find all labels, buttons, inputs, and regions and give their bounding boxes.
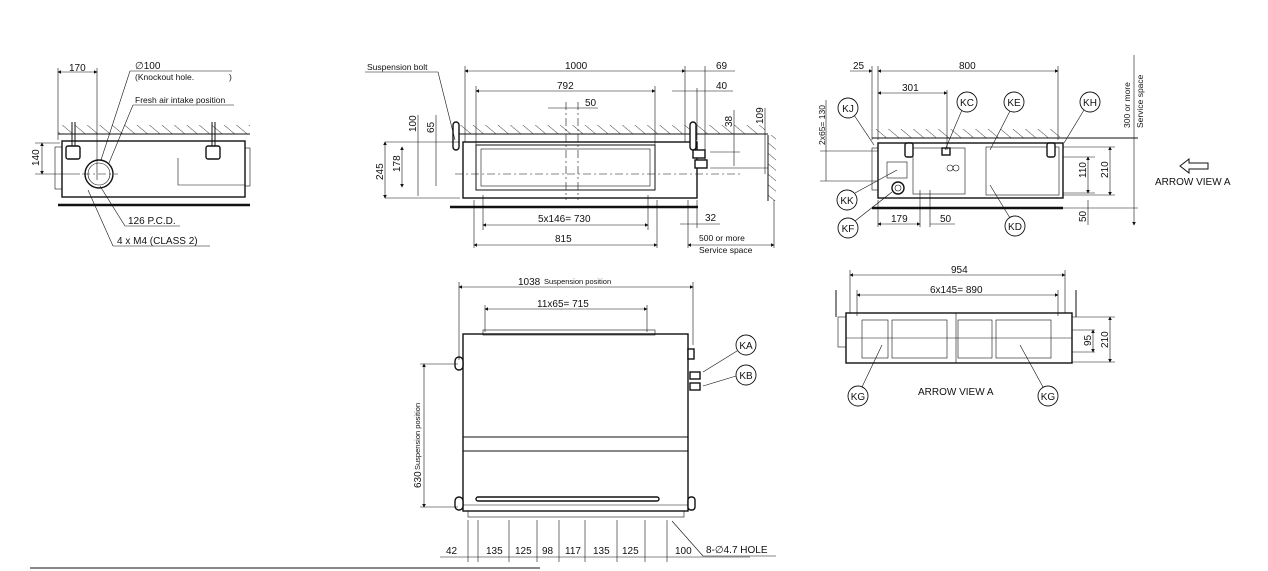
dim-bottom-4: 98	[542, 546, 554, 557]
svg-text:KE: KE	[1007, 98, 1021, 109]
dim-bottom-8: 100	[675, 546, 692, 557]
dim-730: 5x146= 730	[538, 214, 591, 225]
arrow-left-icon	[1179, 157, 1209, 175]
dim-50-right: 50	[1078, 210, 1089, 222]
knockout-note: (Knockout hole.	[135, 72, 194, 82]
bottom-dimension-chain: 42 135 125 98 117 135 125 100	[440, 520, 750, 562]
svg-text:KB: KB	[739, 371, 753, 382]
knockout-diameter: ∅100	[135, 61, 161, 72]
dim-792: 792	[557, 81, 574, 92]
dim-32: 32	[705, 213, 717, 224]
suspension-position-label: Suspension position	[544, 277, 611, 286]
dim-179: 179	[891, 214, 908, 225]
svg-text:KF: KF	[842, 224, 855, 235]
fresh-air-label: Fresh air intake position	[135, 95, 226, 105]
service-space-label: Service space	[699, 245, 753, 255]
screw-label: 4 x M4 (CLASS 2)	[117, 236, 198, 247]
svg-text:KC: KC	[960, 98, 974, 109]
dim-1038: 1038	[518, 277, 541, 288]
dim-890: 6x145= 890	[930, 285, 983, 296]
dim-1000: 1000	[565, 61, 588, 72]
side-view: 170 140 ∅100 (Knockout hole. ) Fresh air…	[31, 61, 251, 247]
dim-50-bottom: 50	[940, 214, 952, 225]
dim-178: 178	[392, 155, 403, 172]
dim-bottom-7: 125	[622, 546, 639, 557]
grille-opening	[475, 144, 656, 191]
dim-25: 25	[853, 61, 865, 72]
svg-text:KG: KG	[1041, 392, 1056, 403]
svg-text:KG: KG	[851, 392, 866, 403]
unit-body-front	[462, 141, 698, 199]
dim-630: 630	[413, 471, 424, 488]
dim-245: 245	[375, 163, 386, 180]
unit-body-plan	[462, 333, 689, 512]
suspension-position-vertical: Suspension position	[413, 403, 422, 470]
svg-text:KA: KA	[739, 341, 753, 352]
suspension-bolt-label: Suspension bolt	[367, 62, 428, 72]
front-view: Suspension bolt 1000 69 792 40 50 245 17…	[365, 61, 776, 255]
service-space-dim: 500 or more	[699, 233, 745, 243]
svg-text:KK: KK	[840, 196, 854, 207]
dim-40: 40	[716, 81, 728, 92]
ceiling-hatch	[58, 125, 250, 134]
dim-50: 50	[585, 98, 597, 109]
suspension-bolts-front	[452, 121, 708, 169]
dim-65: 65	[426, 121, 437, 133]
hole-label: 8-∅4.7 HOLE	[706, 545, 768, 556]
dim-110: 110	[1078, 162, 1089, 178]
right-view: 25 800 301 2x65= 130 179 50 110 210 50 3…	[817, 55, 1231, 239]
dim-100: 100	[408, 115, 419, 132]
svg-text:KJ: KJ	[842, 104, 854, 115]
pcd-label: 126 P.C.D.	[128, 216, 176, 227]
plan-view: 1038 Suspension position 11x65= 715 630 …	[30, 277, 776, 569]
dim-800: 800	[959, 61, 976, 72]
arrow-view-title: ARROW VIEW A	[918, 387, 994, 398]
dim-bottom-1: 42	[446, 546, 458, 557]
arrow-view-a: 954 6x145= 890 95 210 ARROW VIEW A KG KG	[835, 265, 1115, 407]
callout-kc: KC	[944, 91, 978, 151]
dim-bottom-3: 125	[515, 546, 532, 557]
callout-kf: KF	[837, 191, 893, 239]
dim-95: 95	[1083, 334, 1094, 346]
hanger-bracket-right	[205, 122, 221, 160]
callout-kk: KK	[836, 169, 898, 211]
arrow-view-label: ARROW VIEW A	[1155, 177, 1231, 188]
dim-bottom-2: 135	[486, 546, 503, 557]
callout-kg-right: KG	[1019, 344, 1059, 407]
dim-bottom-6: 135	[593, 546, 610, 557]
dim-140: 140	[31, 149, 42, 166]
hanger-bracket-left	[65, 122, 81, 160]
dim-38: 38	[724, 115, 735, 127]
service-space-dim-right: 300 or more	[1122, 82, 1132, 128]
callout-kb: KB	[702, 364, 757, 387]
wall-hatch	[768, 135, 776, 201]
knockout-note-close: )	[229, 72, 232, 82]
dim-210-arrow: 210	[1100, 331, 1111, 348]
dim-815: 815	[555, 234, 572, 245]
svg-text:KD: KD	[1008, 222, 1022, 233]
electrical-box	[912, 147, 966, 195]
callout-ka: KA	[702, 334, 757, 373]
callout-ke: KE	[989, 91, 1025, 151]
dim-109: 109	[755, 107, 766, 124]
dim-210: 210	[1100, 161, 1111, 178]
drain-slot	[475, 496, 660, 502]
dim-170: 170	[69, 63, 86, 74]
callout-kj: KJ	[837, 97, 875, 146]
dim-954: 954	[951, 265, 968, 276]
dim-301: 301	[902, 83, 919, 94]
dim-69: 69	[716, 61, 728, 72]
callout-kg-left: KG	[847, 344, 883, 407]
dim-130: 2x65= 130	[817, 105, 827, 145]
dim-715: 11x65= 715	[537, 299, 589, 310]
callout-kd: KD	[989, 184, 1026, 237]
svg-text:KH: KH	[1083, 98, 1097, 109]
callout-kh: KH	[1063, 91, 1101, 144]
control-panel	[985, 146, 1060, 196]
dim-bottom-5: 117	[565, 546, 581, 557]
service-space-label-right: Service space	[1135, 74, 1145, 128]
drain-port	[891, 181, 905, 195]
